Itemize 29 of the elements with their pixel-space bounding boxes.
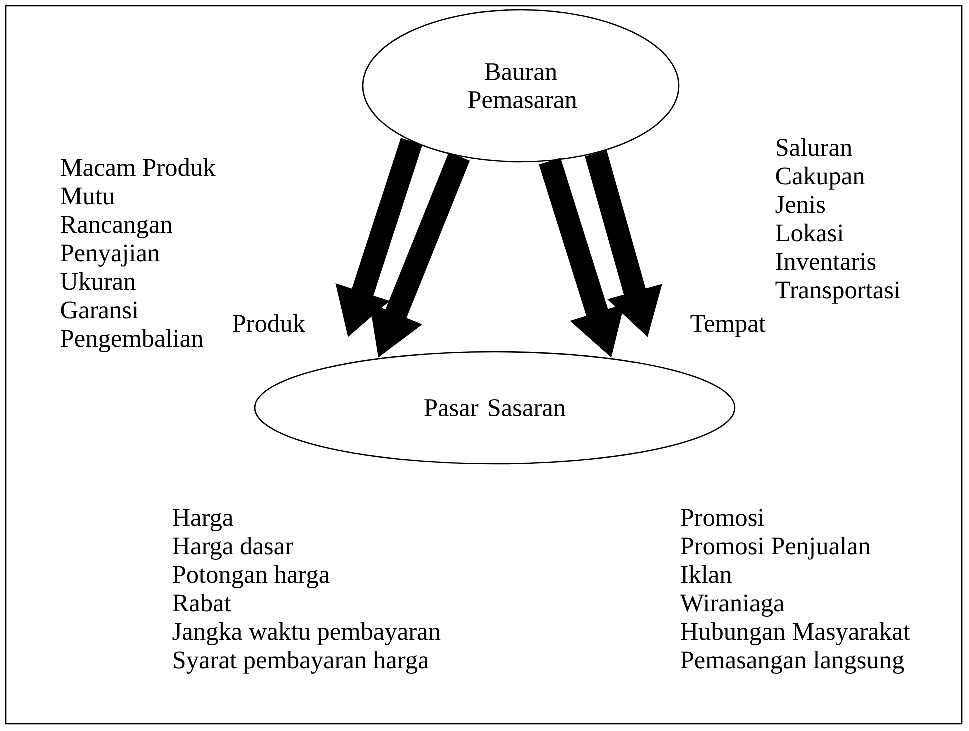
ellipse-node: Bauran Pemasaran bbox=[362, 9, 680, 163]
list-item: Jenis bbox=[776, 196, 826, 214]
list-item: Syarat pembayaran harga bbox=[174, 650, 429, 674]
list-item: Saluran bbox=[776, 138, 852, 156]
list-item: Rabat bbox=[173, 594, 232, 612]
list-item: Tempat bbox=[690, 315, 766, 338]
list-item: Mutu bbox=[61, 188, 115, 205]
list-item: Harga dasar bbox=[173, 536, 294, 560]
list-item: Garansi bbox=[61, 302, 139, 319]
list-item: Inventaris bbox=[776, 253, 876, 270]
list-item: Cakupan bbox=[776, 166, 865, 190]
ellipse-node: Pasar Sasaran bbox=[254, 351, 736, 465]
list-item: Transportasi bbox=[776, 282, 901, 304]
list-item: Produk bbox=[233, 314, 306, 332]
list-item: Pemasangan langsung bbox=[681, 650, 904, 674]
list-item: Macam Produk bbox=[61, 158, 216, 176]
list-item: Penyajian bbox=[61, 244, 160, 267]
list-item: Iklan bbox=[681, 565, 732, 584]
list-item: Wiraniaga bbox=[680, 594, 784, 617]
list-item: Pengembalian bbox=[61, 329, 204, 352]
list-item: Ukuran bbox=[60, 272, 136, 290]
list-item: Promosi bbox=[681, 509, 764, 526]
list-item: Promosi Penjualan bbox=[681, 536, 871, 560]
list-item: Rancangan bbox=[61, 216, 172, 238]
list-item: Hubungan Masyarakat bbox=[681, 622, 910, 646]
list-item: Potongan harga bbox=[173, 565, 330, 588]
list-item: Harga bbox=[173, 509, 234, 532]
list-item: Jangka waktu pembayaran bbox=[172, 622, 441, 646]
list-item: Lokasi bbox=[776, 224, 844, 242]
